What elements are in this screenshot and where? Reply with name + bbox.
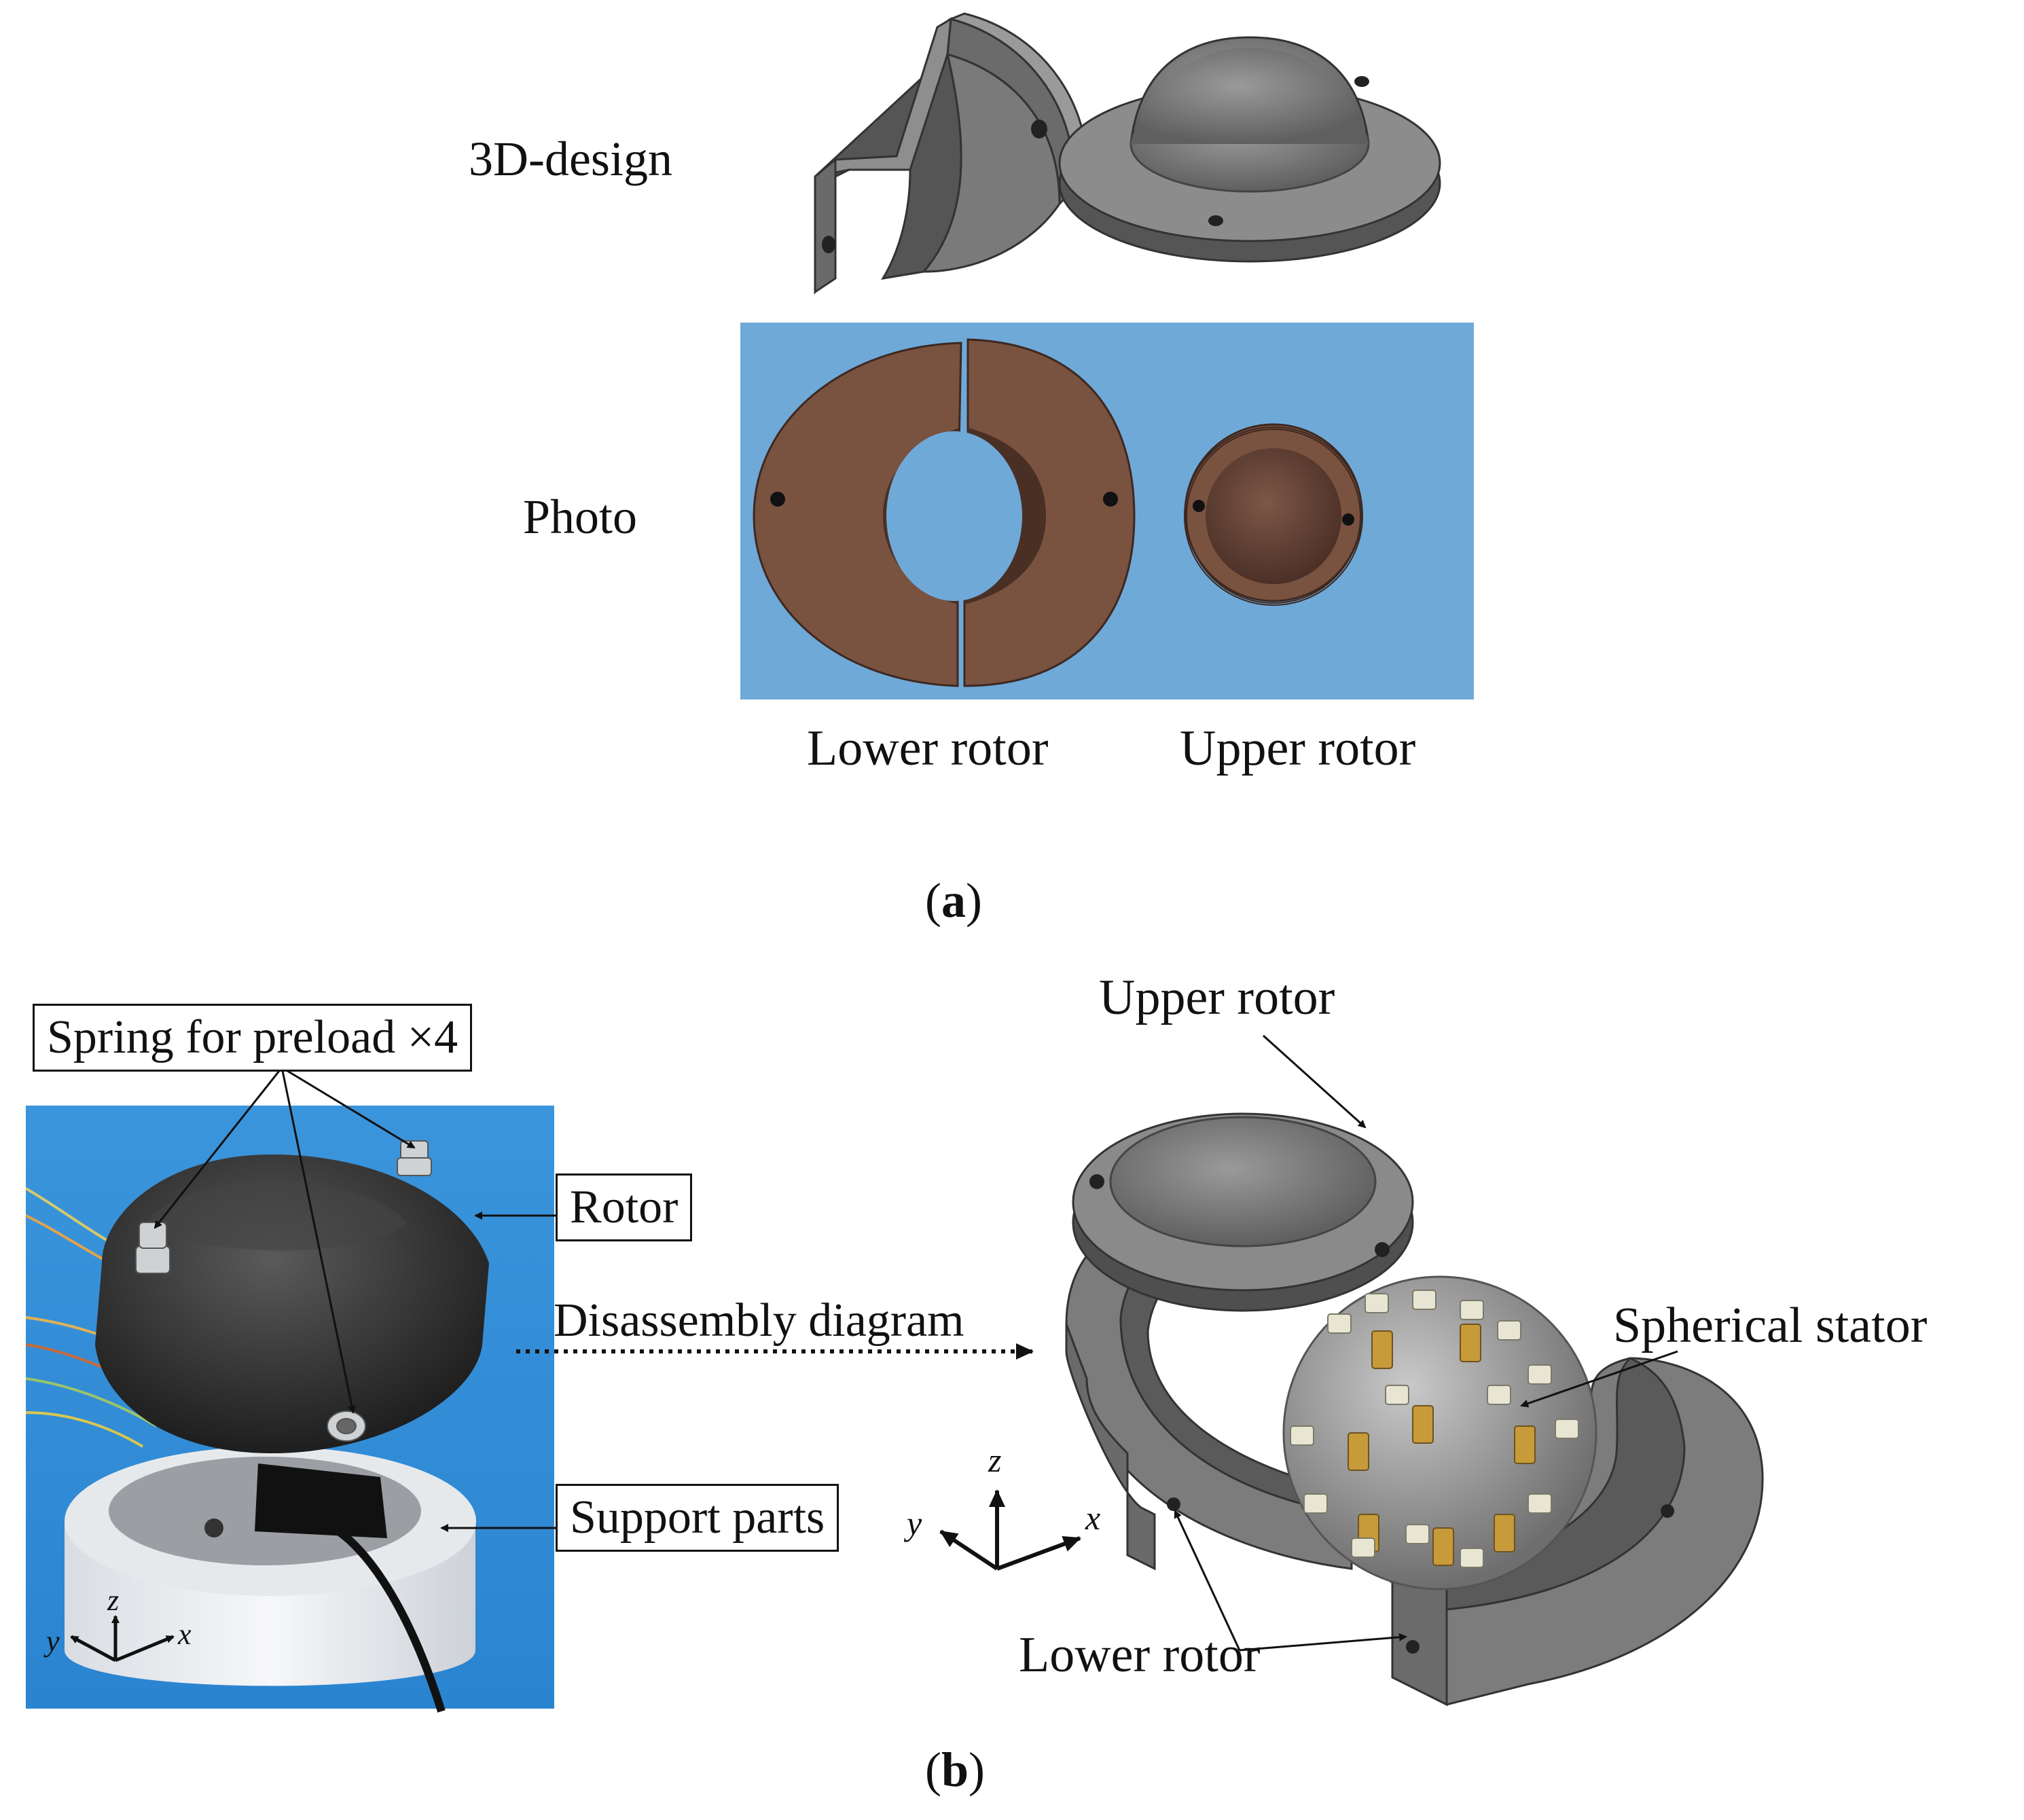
caption-upper-rotor: Upper rotor <box>1180 721 1416 776</box>
cad-lower-rotor-half <box>814 12 1089 295</box>
axis-triad-right <box>939 1489 1081 1571</box>
label-photo: Photo <box>523 490 638 544</box>
axis-z-photo: z <box>107 1584 120 1617</box>
label-lower-rotor-b: Lower rotor <box>1019 1627 1261 1683</box>
axis-z-right: z <box>988 1441 1002 1479</box>
cad-upper-rotor <box>1058 36 1441 263</box>
axis-x-right: x <box>1085 1499 1101 1537</box>
axis-y-photo: y <box>46 1624 60 1658</box>
label-3d-design: 3D-design <box>469 132 672 186</box>
leader-lines-b-right <box>1174 1034 1678 1652</box>
label-disassembly-diagram: Disassembly diagram <box>554 1294 964 1347</box>
label-upper-rotor-b: Upper rotor <box>1099 970 1335 1025</box>
panel-letter-a: (a) <box>925 873 982 928</box>
axis-y-right: y <box>907 1504 922 1542</box>
photo-assembled-motor <box>25 1106 554 1713</box>
label-spherical-stator: Spherical stator <box>1613 1298 1928 1353</box>
label-spring-preload: Spring for preload ×4 <box>33 1004 473 1072</box>
axis-x-photo: x <box>178 1618 192 1651</box>
panel-letter-a-text: a <box>941 873 966 928</box>
caption-lower-rotor: Lower rotor <box>807 721 1049 776</box>
leader-lines-b-left <box>153 1066 560 1532</box>
label-support-parts: Support parts <box>556 1484 839 1552</box>
cad-exploded-assembly <box>1065 1112 1764 1707</box>
panel-letter-b: (b) <box>925 1743 986 1797</box>
label-rotor: Rotor <box>556 1173 693 1241</box>
panel-letter-b-text: b <box>941 1743 969 1797</box>
photo-rotors <box>740 323 1474 699</box>
